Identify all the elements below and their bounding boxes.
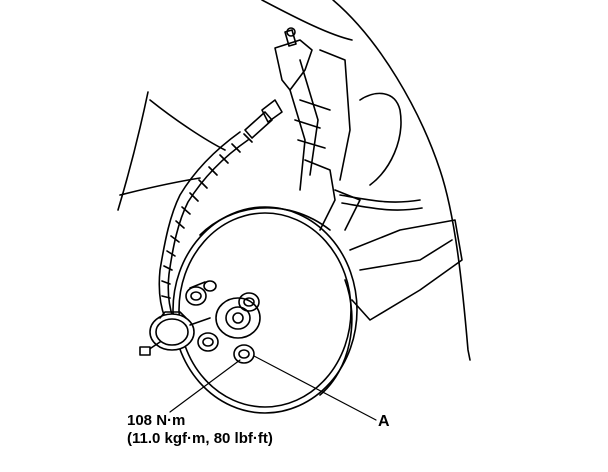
leader-lines xyxy=(169,355,377,421)
wheel-hub xyxy=(215,297,261,339)
lug-nut xyxy=(238,292,260,312)
wheel-well-outline xyxy=(117,0,471,361)
torque-leader-line xyxy=(169,359,241,413)
lug-nut xyxy=(203,280,217,292)
strut-assembly xyxy=(274,27,361,231)
lug-nut xyxy=(197,332,219,352)
torque-spec-alt-units: (11.0 kgf·m, 80 lbf·ft) xyxy=(127,430,273,447)
callout-a-leader-line xyxy=(253,355,377,421)
dial-indicator-stand-arm xyxy=(158,99,283,319)
lower-arm xyxy=(349,219,463,321)
brake-disc xyxy=(172,206,358,414)
torque-spec-value: 108 N·m xyxy=(127,412,186,429)
lug-nut xyxy=(233,344,255,364)
lug-nut xyxy=(185,281,207,306)
dial-indicator xyxy=(139,311,211,356)
brake-hose xyxy=(339,92,423,211)
callout-label-a: A xyxy=(378,413,390,430)
